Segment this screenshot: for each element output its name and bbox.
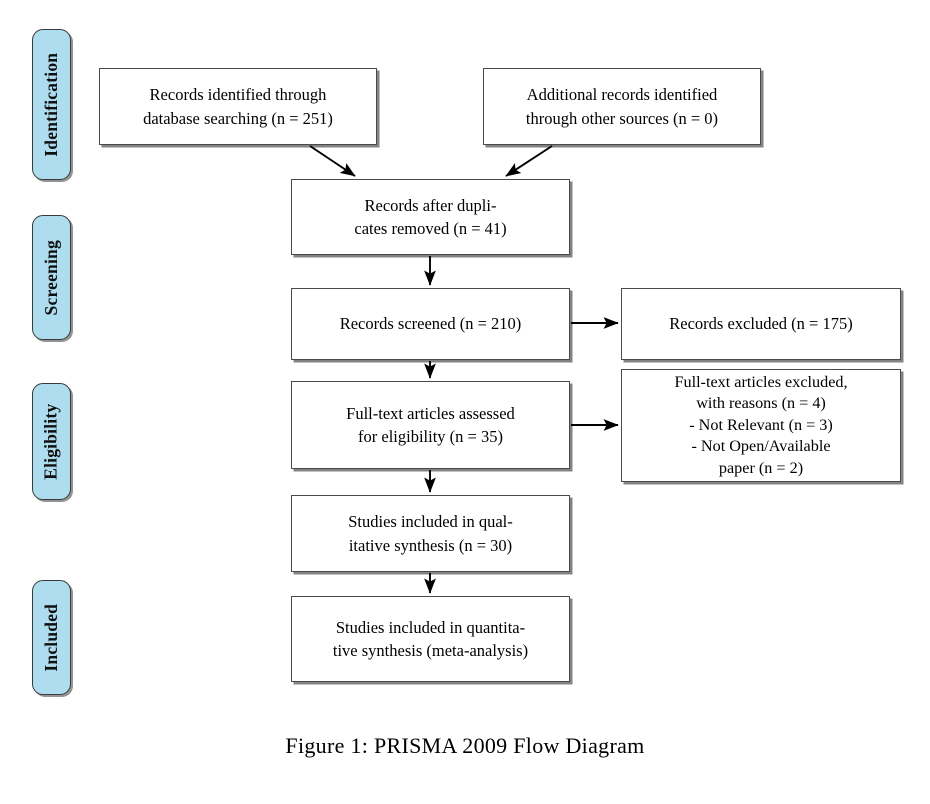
flow-box-studies-quantitative: Studies included in quantita- tive synth…	[291, 596, 570, 682]
stage-tab-included: Included	[32, 580, 71, 695]
flow-box-text: Studies included in qual- itative synthe…	[348, 512, 513, 555]
stage-tab-label: Included	[40, 603, 61, 672]
arrow-other-to-dedup	[505, 145, 553, 177]
stage-tab-label: Eligibility	[40, 403, 61, 480]
stage-tab-label: Screening	[40, 239, 61, 316]
flow-box-text: Full-text articles excluded, with reason…	[674, 372, 848, 477]
stage-tab-eligibility: Eligibility	[32, 383, 71, 500]
arrow-db-to-dedup	[309, 145, 356, 177]
flow-box-studies-qualitative: Studies included in qual- itative synthe…	[291, 495, 570, 572]
flow-box-fulltext-assessed: Full-text articles assessed for eligibil…	[291, 381, 570, 469]
flow-box-fulltext-excluded: Full-text articles excluded, with reason…	[621, 369, 901, 482]
stage-tab-identification: Identification	[32, 29, 71, 180]
flow-box-text: Records excluded (n = 175)	[669, 314, 853, 334]
flow-box-text: Full-text articles assessed for eligibil…	[346, 403, 515, 446]
flow-box-text: Records identified through database sear…	[143, 85, 333, 128]
flow-box-text: Studies included in quantita- tive synth…	[332, 617, 529, 660]
figure-caption: Figure 1: PRISMA 2009 Flow Diagram	[285, 733, 645, 758]
flow-box-text: Records after dupli- cates removed (n = …	[354, 195, 507, 238]
stage-tab-label: Identification	[40, 52, 61, 157]
flow-box-records-after-duplicates-removed: Records after dupli- cates removed (n = …	[291, 179, 570, 255]
flow-box-text: Records screened (n = 210)	[339, 314, 522, 334]
flow-box-records-excluded: Records excluded (n = 175)	[621, 288, 901, 360]
flow-box-additional-records-other-sources: Additional records identified through ot…	[483, 68, 761, 145]
flow-box-text: Additional records identified through ot…	[525, 85, 719, 128]
flow-box-records-screened: Records screened (n = 210)	[291, 288, 570, 360]
stage-tab-screening: Screening	[32, 215, 71, 340]
flow-box-records-identified-database: Records identified through database sear…	[99, 68, 377, 145]
